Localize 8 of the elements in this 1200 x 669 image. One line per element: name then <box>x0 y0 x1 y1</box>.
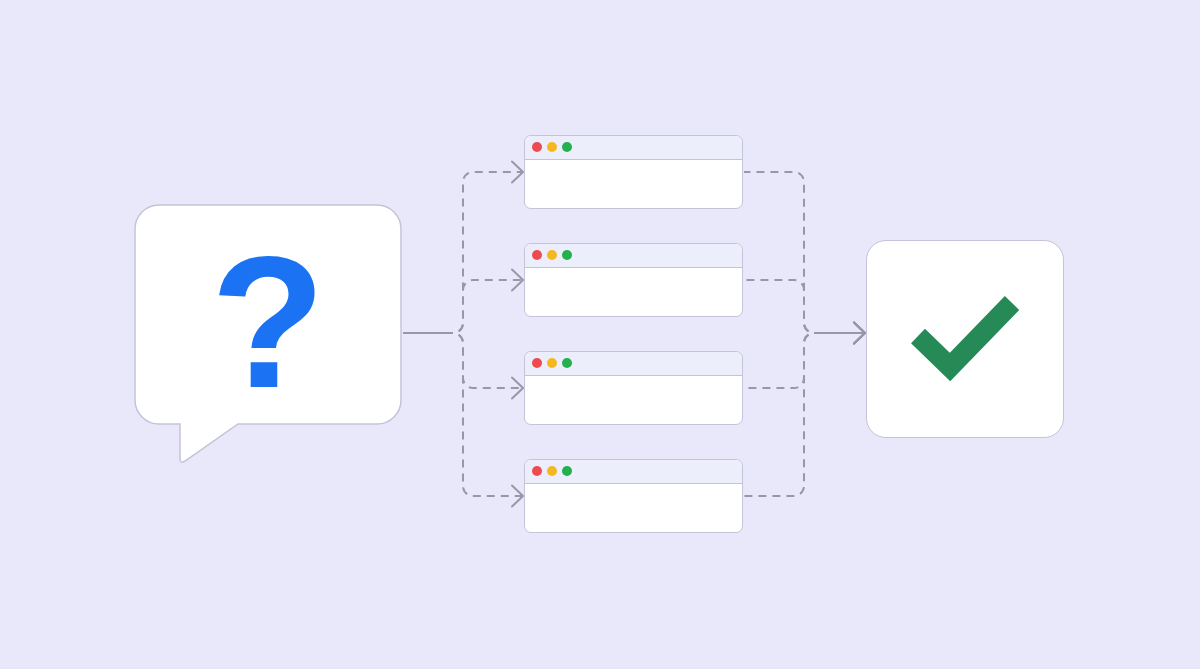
speech-bubble <box>134 204 402 464</box>
result-card <box>866 240 1064 438</box>
browser-window <box>524 135 743 209</box>
question-mark: ? <box>209 228 327 416</box>
browser-window <box>524 243 743 317</box>
browser-window <box>524 351 743 425</box>
browser-window <box>524 459 743 533</box>
dashed-arrow <box>402 332 524 508</box>
